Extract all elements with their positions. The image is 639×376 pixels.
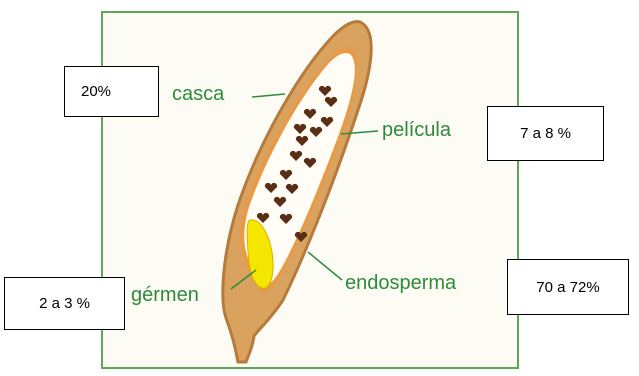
pelicula-percentage-box: 7 a 8 % — [487, 106, 604, 161]
casca-leader-line — [252, 94, 285, 97]
endosperma-percentage-box: 70 a 72% — [507, 259, 629, 315]
germen-percentage-box: 2 a 3 % — [4, 277, 125, 330]
casca-percentage-box: 20% — [64, 66, 159, 117]
endosperma-label: endosperma — [345, 273, 456, 293]
pelicula-percentage: 7 a 8 % — [520, 125, 571, 142]
casca-label: casca — [172, 84, 224, 104]
endosperma-leader-line — [308, 252, 342, 280]
casca-percentage: 20% — [81, 83, 111, 100]
pelicula-label: película — [382, 120, 451, 140]
germen-percentage: 2 a 3 % — [39, 295, 90, 312]
endosperma-percentage: 70 a 72% — [536, 279, 599, 296]
germen-label: gérmen — [131, 285, 199, 305]
